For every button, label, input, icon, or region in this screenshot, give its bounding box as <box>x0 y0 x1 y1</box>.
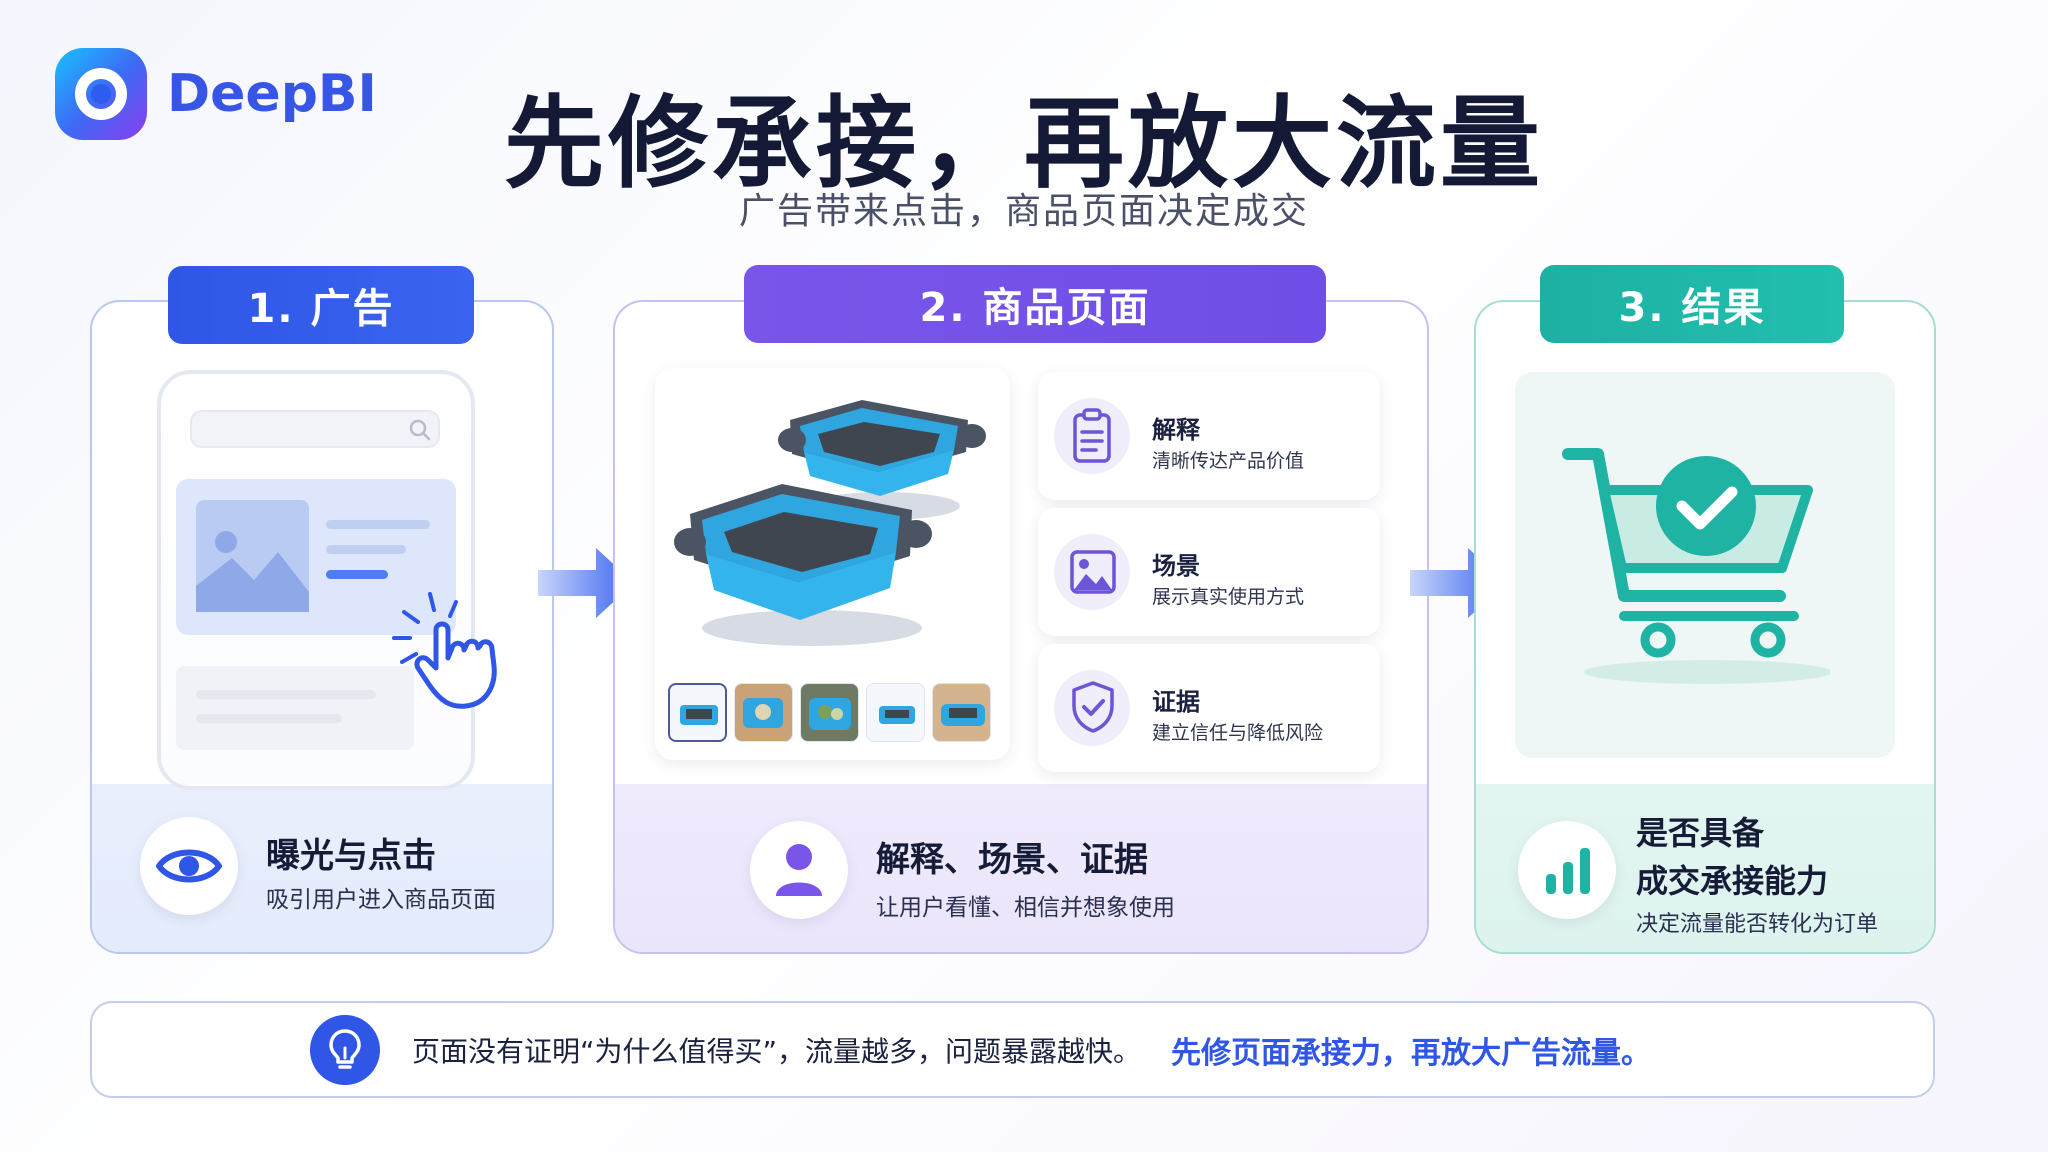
hand-pointer-icon <box>392 592 497 709</box>
search-bar-mock <box>190 410 440 448</box>
feature-card-evidence: 证据 建立信任与降低风险 <box>1038 644 1380 772</box>
brand-name: DeepBI <box>167 64 377 124</box>
step-ad-tab: 1. 广告 <box>168 266 474 344</box>
feature-desc: 建立信任与降低风险 <box>1152 722 1324 744</box>
summary-banner: 页面没有证明“为什么值得买”，流量越多，问题暴露越快。 先修页面承接力，再放大广… <box>90 1001 1935 1098</box>
eye-icon <box>156 849 222 883</box>
step-result-footer-title-1: 是否具备 <box>1636 814 1765 852</box>
page-title: 先修承接，再放大流量 <box>504 85 1544 202</box>
brand-logo: DeepBI <box>55 48 377 140</box>
search-icon <box>409 419 431 441</box>
step-product-footer-desc: 让用户看懂、相信并想象使用 <box>876 895 1175 921</box>
product-thumbnail[interactable] <box>668 683 727 742</box>
shopping-cart-icon <box>1562 448 1830 684</box>
step-result-footer-title-2: 成交承接能力 <box>1636 862 1829 900</box>
step-ad-footer-desc: 吸引用户进入商品页面 <box>266 887 496 913</box>
product-thumbnail[interactable] <box>866 683 925 742</box>
page-subtitle: 广告带来点击，商品页面决定成交 <box>738 191 1309 232</box>
step-ad-footer-title: 曝光与点击 <box>266 836 436 876</box>
feature-title: 场景 <box>1152 552 1200 580</box>
banner-emphasis: 先修页面承接力，再放大广告流量。 <box>1171 1035 1652 1071</box>
step-product-footer-title: 解释、场景、证据 <box>876 840 1148 880</box>
step-product-tab: 2. 商品页面 <box>744 265 1326 343</box>
ad-text-line <box>326 545 406 554</box>
image-icon <box>1070 550 1116 594</box>
image-icon <box>196 531 309 612</box>
lightbulb-icon <box>310 1014 380 1085</box>
colander-product-image <box>674 400 986 646</box>
ghost-card <box>176 666 414 750</box>
product-thumbnail[interactable] <box>734 683 793 742</box>
banner-text: 页面没有证明“为什么值得买”，流量越多，问题暴露越快。 <box>412 1034 1142 1068</box>
clipboard-icon <box>1073 408 1111 463</box>
feature-card-scene: 场景 展示真实使用方式 <box>1038 508 1380 636</box>
feature-card-explain: 解释 清晰传达产品价值 <box>1038 372 1380 500</box>
shield-check-icon <box>1072 681 1114 733</box>
ghost-line <box>196 714 342 723</box>
product-thumbnail[interactable] <box>800 683 859 742</box>
feature-desc: 展示真实使用方式 <box>1152 586 1305 608</box>
product-thumbnail[interactable] <box>932 683 991 742</box>
user-icon <box>776 844 822 896</box>
feature-title: 解释 <box>1152 416 1200 444</box>
feature-icon-circle <box>1054 534 1130 610</box>
feature-title: 证据 <box>1152 688 1200 716</box>
bar-chart-icon <box>1546 848 1590 894</box>
ad-text-line <box>326 570 388 579</box>
feature-desc: 清晰传达产品价值 <box>1152 450 1305 472</box>
step-result-footer-desc: 决定流量能否转化为订单 <box>1636 912 1879 937</box>
ghost-line <box>196 690 376 699</box>
step-result-tab: 3. 结果 <box>1540 265 1844 343</box>
thumbnail-strip <box>668 683 991 742</box>
ad-text-line <box>326 520 430 529</box>
arrow-right-icon <box>538 548 634 618</box>
logo-icon <box>55 48 147 140</box>
